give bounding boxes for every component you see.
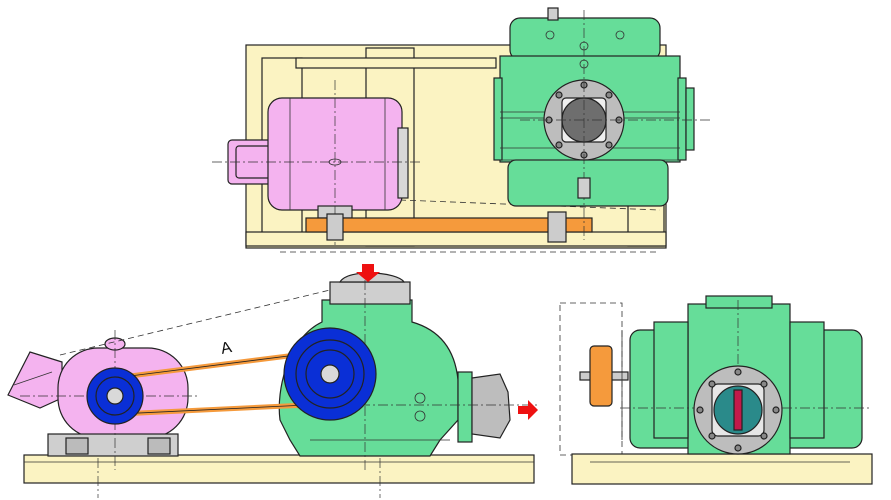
pump-pulley [283,327,377,421]
inlet-arrow [356,264,380,282]
end-pulley [589,345,613,407]
belt-guard-outline [59,289,331,356]
top-motor [212,80,420,245]
top-belt [305,217,593,233]
motor-pulley [86,367,144,425]
end-view [559,295,873,485]
top-pump [493,7,710,240]
side-belts [113,349,329,417]
top-view [212,7,710,253]
top-motor-pulley [326,213,344,241]
side-view: A [7,264,540,498]
top-pump-pulley [547,211,567,243]
side-base-plate [23,454,535,484]
end-base-plate [571,453,873,485]
end-pump [620,295,870,455]
outlet-arrow [518,400,538,420]
belt-label: A [219,339,233,358]
